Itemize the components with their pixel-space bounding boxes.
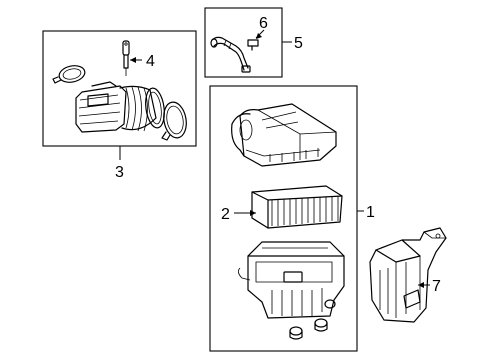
upper-housing-drawing [231,103,337,167]
intake-duct-drawing [75,81,165,133]
callout-5: 5 [294,35,303,52]
large-clamp-drawing [161,101,187,141]
callout-7: 7 [432,278,441,295]
hose-assembly-group [204,7,283,78]
lower-housing-drawing [238,241,345,319]
arrow-2 [250,210,256,216]
duct-assembly-frame [42,30,197,147]
small-clamp-drawing [52,65,86,84]
sensor-probe-drawing [122,40,130,76]
callout-4: 4 [146,53,155,70]
arrow-7 [418,282,424,288]
duct-assembly-group [42,30,197,147]
filter-element-drawing [251,185,343,229]
inlet-duct-drawing [369,227,447,323]
arrow-4 [130,57,136,63]
callout-2: 2 [221,206,230,223]
hose-clip-drawing [247,39,259,51]
hose-drawing [210,36,251,73]
callout-1: 1 [366,204,375,221]
arrow-6 [256,33,262,39]
callout-6: 6 [259,15,268,32]
air-cleaner-group [209,85,358,352]
grommets-drawing [289,318,328,340]
callout-3: 3 [115,164,124,181]
air-cleaner-frame [209,85,358,352]
